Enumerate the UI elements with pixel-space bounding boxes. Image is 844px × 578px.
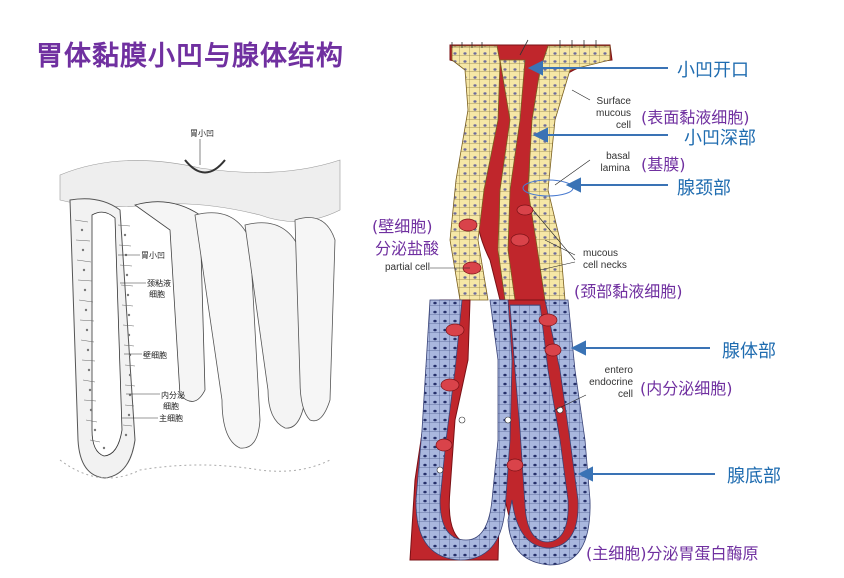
label-pit-opening: 小凹开口: [677, 60, 749, 81]
label-line: mucous: [583, 248, 619, 259]
right-leader-lines: [430, 89, 591, 411]
left-label-endocrine-1: 内分泌: [161, 391, 185, 400]
label-gland-base: 腺底部: [727, 466, 781, 487]
label-neck-mucous-cn: (颈部黏液细胞): [574, 282, 683, 301]
label-chief-cn: (主细胞)分泌胃蛋白酶原: [586, 544, 759, 563]
left-label-pit: 胃小凹: [141, 251, 165, 260]
blue-pointer-arrows: [527, 60, 715, 482]
label-parietal-function-cn: 分泌盐酸: [375, 239, 440, 258]
left-label-chief: 主细胞: [159, 414, 183, 423]
left-label-neck-mucous-1: 颈粘液: [147, 279, 171, 288]
left-label-neck-mucous-2: 细胞: [149, 290, 165, 299]
left-leader-lines: [118, 139, 201, 419]
label-line: basal: [606, 151, 630, 162]
label-line: cell necks: [583, 260, 627, 271]
label-mucous-cell-necks: mucous cell necks: [583, 248, 627, 272]
label-pit-deep: 小凹深部: [684, 128, 756, 149]
gland-upper-pit: [449, 39, 613, 301]
label-parietal-cn: (壁细胞): [372, 217, 433, 236]
label-gland-neck: 腺颈部: [677, 178, 731, 199]
gland-lower-tubes: [409, 299, 591, 566]
left-label-parietal: 壁细胞: [143, 351, 167, 360]
label-line: lamina: [600, 163, 630, 174]
left-label-endocrine-2: 细胞: [163, 402, 179, 411]
label-line: cell: [615, 120, 631, 131]
label-surface-mucous-cn: (表面黏液细胞): [641, 108, 750, 127]
label-partial-cell: partial cell: [384, 262, 430, 273]
left-label-pit-top: 胃小凹: [190, 129, 214, 138]
label-line: endocrine: [589, 377, 633, 388]
label-endocrine-cn: (内分泌细胞): [640, 379, 733, 398]
label-surface-mucous-cell: Surface mucous cell: [581, 96, 631, 132]
label-line: mucous: [595, 108, 631, 119]
page-title: 胃体黏膜小凹与腺体结构: [36, 41, 344, 72]
label-line: Surface: [596, 96, 631, 107]
sketch-background: [59, 159, 341, 479]
parietal-cells: [435, 204, 562, 472]
label-entero-endocrine-cell: entero endocrine cell: [583, 365, 633, 401]
label-line: entero: [604, 365, 633, 376]
label-gland-body: 腺体部: [722, 341, 776, 362]
label-line: cell: [617, 389, 633, 400]
label-basal-lamina-cn: (基膜): [641, 155, 686, 174]
label-basal-lamina: basal lamina: [594, 151, 630, 175]
